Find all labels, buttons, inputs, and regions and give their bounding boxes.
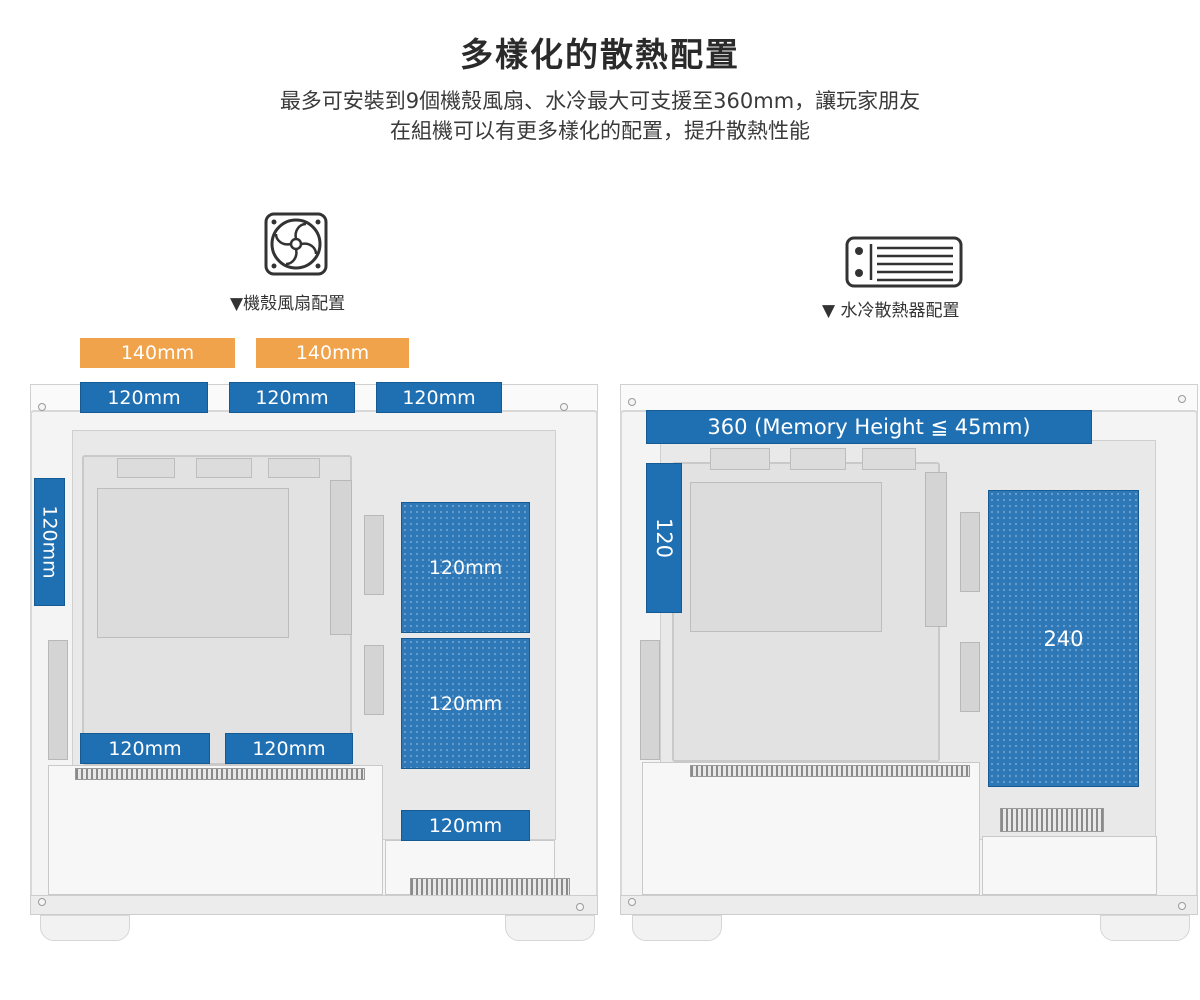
left-shroud-vent [75,768,365,780]
right-psu-shroud [642,762,980,895]
right-shroud-vent [690,765,970,777]
left-case-base [30,895,598,915]
left-cable-cutout-2 [196,458,252,478]
radiator-config-caption: ▼ 水冷散熱器配置 [822,301,960,321]
left-screw-4 [576,903,584,911]
left-front-grille [48,640,68,760]
left-bottom-vent [410,878,570,896]
left-screw-2 [560,403,568,411]
right-hdd-cage [982,836,1157,895]
left-psu-shroud [48,765,383,895]
left-slot-3 [364,645,384,715]
right-cpu-cutout [690,482,882,632]
left-rear-120mm-text: 120mm [38,505,61,579]
right-cable-cutout-3 [862,448,916,470]
right-rear-radiator-label: 120 [646,463,682,613]
left-top-120mm-label-b: 120mm [229,382,355,413]
left-case-foot-2 [505,915,595,941]
left-rear-120mm-label: 120mm [34,478,65,606]
right-screw-1 [628,398,636,406]
left-screw-3 [38,898,46,906]
right-case-foot-2 [1100,915,1190,941]
right-screw-2 [1178,395,1186,403]
left-case-foot-1 [40,915,130,941]
left-top-140mm-label-b: 140mm [256,338,409,368]
left-bottom-120mm-label-a: 120mm [80,733,210,764]
subtitle-line-1: 最多可安裝到9個機殼風扇、水冷最大可支援至360mm，讓玩家朋友 [279,89,921,113]
left-bottom-120mm-label-c: 120mm [401,810,530,841]
left-top-120mm-label-c: 120mm [376,382,502,413]
right-slot-3 [960,642,980,712]
right-slot-1 [925,472,947,627]
left-slot-2 [364,515,384,595]
right-front-grille [640,640,660,760]
left-front-120mm-label-a: 120mm [401,502,530,633]
right-hdd-vent [1000,808,1104,832]
left-top-120mm-label-a: 120mm [80,382,208,413]
right-case-foot-1 [632,915,722,941]
right-top-radiator-label: 360 (Memory Height ≦ 45mm) [646,410,1092,444]
fan-config-caption: ▼機殼風扇配置 [230,294,346,314]
right-screw-3 [628,898,636,906]
page-title: 多樣化的散熱配置 [460,35,740,74]
radiator-icon [845,236,963,288]
fan-icon [264,212,328,276]
left-cable-cutout-1 [117,458,175,478]
right-slot-2 [960,512,980,592]
left-front-120mm-label-b: 120mm [401,638,530,769]
right-cable-cutout-1 [710,448,770,470]
right-cable-cutout-2 [790,448,846,470]
right-rear-radiator-text: 120 [652,517,676,559]
left-cable-cutout-3 [268,458,320,478]
left-cpu-cutout [97,488,289,638]
page-subtitle: 最多可安裝到9個機殼風扇、水冷最大可支援至360mm，讓玩家朋友 在組機可以有更… [0,86,1200,146]
left-bottom-120mm-label-b: 120mm [225,733,353,764]
left-top-140mm-label-a: 140mm [80,338,235,368]
right-case-base [620,895,1198,915]
left-slot-1 [330,480,352,635]
subtitle-line-2: 在組機可以有更多樣化的配置，提升散熱性能 [390,119,810,143]
left-screw-1 [38,403,46,411]
right-screw-4 [1178,902,1186,910]
right-front-radiator-label: 240 [988,490,1139,787]
